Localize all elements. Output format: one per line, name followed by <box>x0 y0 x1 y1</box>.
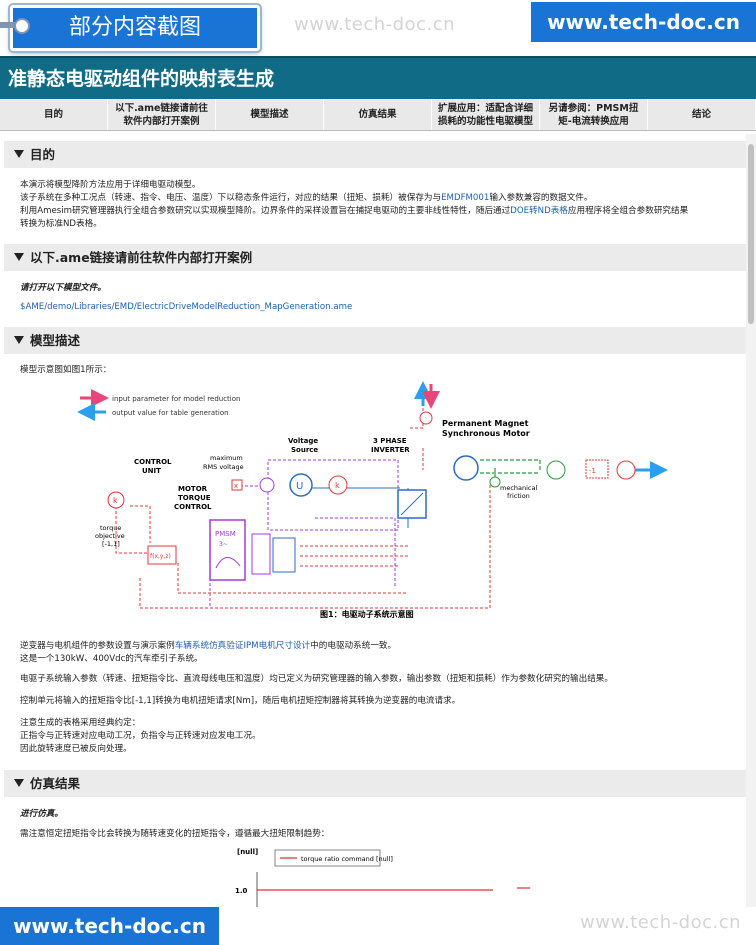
svg-text:x: x <box>234 482 238 490</box>
svg-text:U: U <box>296 481 303 492</box>
friction-label-1: mechanical <box>500 484 537 492</box>
watermark-top: www.tech-doc.cn <box>294 14 456 35</box>
model-intro: 模型示意图如图1所示： <box>20 365 112 375</box>
purpose-line-1: 本演示将模型降阶方法应用于详细电驱动模型。 <box>20 180 201 190</box>
inverter-label-2: INVERTER <box>371 446 410 454</box>
voltage-gain-icon <box>328 475 348 495</box>
pmsm-motor-icon <box>453 455 479 481</box>
link-ipm-sizing[interactable]: 车辆系统仿真验证IPM电机尺寸设计 <box>174 641 311 651</box>
pmsm-control-block <box>209 519 246 581</box>
collapse-triangle-icon <box>14 779 24 787</box>
run-simulation-text: 进行仿真。 <box>20 809 63 819</box>
collapse-triangle-icon <box>14 253 24 261</box>
friction-label-2: friction <box>507 492 530 500</box>
chart-y-label: [null] <box>237 848 258 856</box>
collapse-triangle-icon <box>14 150 24 158</box>
simulation-note: 需注意恒定扭矩指令比会转换为随转速变化的扭矩指令，遵循最大扭矩限制趋势： <box>20 829 330 839</box>
rms-multiplier-icon <box>231 479 243 491</box>
inverter-control-block <box>272 537 296 573</box>
fxyz-block <box>147 545 177 565</box>
svg-text:-1: -1 <box>589 467 596 475</box>
friction-icon <box>489 476 501 488</box>
model-paragraph-3: 电驱子系统输入参数（转速、扭矩指令比、直流母线电压和温度）均已定义为研究管理器的… <box>20 674 613 684</box>
nav-tab-simulation-results[interactable]: 仿真结果 <box>324 99 432 130</box>
model-paragraph-2: 这是一个130kW、400Vdc的汽车牵引子系统。 <box>20 654 203 664</box>
comparator-icon <box>259 477 275 493</box>
voltage-label-1: Voltage <box>288 437 318 445</box>
model-paragraph-1: 逆变器与电机组件的参数设置与演示案例车辆系统仿真验证IPM电机尺寸设计中的电驱动… <box>20 641 397 651</box>
pmsm-title-2: Synchronous Motor <box>442 429 530 438</box>
legend-input-label: input parameter for model reduction <box>112 395 240 403</box>
torque-gain-icon <box>107 491 125 509</box>
sign-gain-block <box>585 459 609 479</box>
motor-torque-control-2: TORQUE <box>178 494 211 502</box>
nav-tab-purpose[interactable]: 目的 <box>0 99 108 130</box>
model-paragraph-6: 正指令与正转速对应电动工况，负指令与正转速对应发电工况。 <box>20 731 261 741</box>
section-title: 以下.ame链接请前往软件内部打开案例 <box>30 250 253 265</box>
purpose-line-4: 转换为标准ND表格。 <box>20 219 102 229</box>
inverter-label-1: 3 PHASE <box>373 437 407 445</box>
svg-text:3~: 3~ <box>219 541 228 548</box>
collapse-triangle-icon <box>14 336 24 344</box>
section-header-simulation-results[interactable]: 仿真结果 <box>4 770 746 797</box>
speed-sensor-icon <box>419 411 433 425</box>
section-nav: 目的 以下.ame链接请前往软件内部打开案例 模型描述 仿真结果 扩展应用：适配… <box>0 99 756 131</box>
page-title: 准静态电驱动组件的映射表生成 <box>0 56 756 99</box>
torque-objective-3: [-1,1] <box>102 540 120 548</box>
purpose-line-3: 利用Amesim研究管理器执行全组合参数研究以实现模型降阶。边界条件的采样设置旨… <box>20 206 689 216</box>
section-title: 模型描述 <box>30 333 81 348</box>
purpose-line-2: 该子系统在多种工况点（转速、指令、电压、温度）下以稳态条件运行，对应的结果（扭矩… <box>20 193 593 203</box>
figure-caption: 图1：电驱动子系统示意图 <box>320 609 414 618</box>
torque-sensor-icon <box>546 460 566 480</box>
scrollbar-thumb[interactable] <box>748 144 754 324</box>
model-paragraph-7: 因此旋转速度已被反向处理。 <box>20 744 132 754</box>
nav-tab-conclusion[interactable]: 结论 <box>648 99 756 130</box>
svg-text:k: k <box>335 481 340 490</box>
brand-banner-top: www.tech-doc.cn <box>531 2 756 42</box>
rms-label-2: RMS voltage <box>203 463 244 471</box>
control-unit-label-2: UNIT <box>142 467 161 475</box>
nav-tab-extended-application[interactable]: 扩展应用：适配含详细损耗的功能性电驱模型 <box>432 99 540 130</box>
current-sensor-block <box>251 533 271 575</box>
svg-text:PMSM: PMSM <box>215 530 236 538</box>
electric-drive-diagram: input parameter for model reduction outp… <box>77 381 668 618</box>
badge-pin-icon <box>0 18 30 34</box>
torque-ratio-chart: [null] torque ratio command [null] 1.0 <box>235 848 530 907</box>
legend-output-label: output value for table generation <box>112 409 229 417</box>
link-doe-to-nd[interactable]: DOE转ND表格 <box>510 206 568 216</box>
nav-tab-model-description[interactable]: 模型描述 <box>216 99 324 130</box>
model-paragraph-4: 控制单元将输入的扭矩指令比[-1,1]转换为电机扭矩请求[Nm]，随后电机扭矩控… <box>20 696 461 706</box>
motor-torque-control-3: CONTROL <box>174 503 212 511</box>
torque-objective-2: objective <box>95 532 125 540</box>
model-file-link[interactable]: $AME/demo/Libraries/EMD/ElectricDriveMod… <box>20 302 353 312</box>
chart-y-tick: 1.0 <box>235 887 248 895</box>
brand-banner-bottom: www.tech-doc.cn <box>0 907 219 945</box>
speed-source-icon <box>616 460 636 480</box>
link-emdfm001[interactable]: EMDFM001 <box>441 193 490 203</box>
model-paragraph-5: 注意生成的表格采用经典约定： <box>20 718 141 728</box>
section-header-model-description[interactable]: 模型描述 <box>4 327 746 354</box>
watermark-bottom: www.tech-doc.cn <box>580 912 742 933</box>
control-unit-label-1: CONTROL <box>134 458 172 466</box>
pmsm-title-1: Permanent Magnet <box>442 419 529 428</box>
torque-objective-1: torque <box>100 524 121 532</box>
rms-label-1: maximum <box>210 454 243 462</box>
screenshot-badge: 部分内容截图 <box>8 3 262 53</box>
open-model-instruction: 请打开以下模型文件。 <box>20 283 106 293</box>
nav-tab-see-also[interactable]: 另请参阅：PMSM扭矩-电流转换应用 <box>540 99 648 130</box>
section-header-purpose[interactable]: 目的 <box>4 141 746 168</box>
motor-torque-control-1: MOTOR <box>178 485 208 493</box>
voltage-label-2: Source <box>291 446 318 454</box>
chart-legend-label: torque ratio command [null] <box>301 855 393 863</box>
section-title: 仿真结果 <box>30 776 81 791</box>
nav-tab-open-case[interactable]: 以下.ame链接请前往软件内部打开案例 <box>108 99 216 130</box>
section-header-open-case[interactable]: 以下.ame链接请前往软件内部打开案例 <box>4 244 746 271</box>
svg-text:f(x,y,z): f(x,y,z) <box>150 553 171 560</box>
section-title: 目的 <box>30 147 56 162</box>
vertical-scrollbar[interactable] <box>746 134 756 907</box>
chart-legend <box>274 849 381 867</box>
svg-text:k: k <box>113 496 118 505</box>
voltage-source-icon <box>289 473 313 497</box>
